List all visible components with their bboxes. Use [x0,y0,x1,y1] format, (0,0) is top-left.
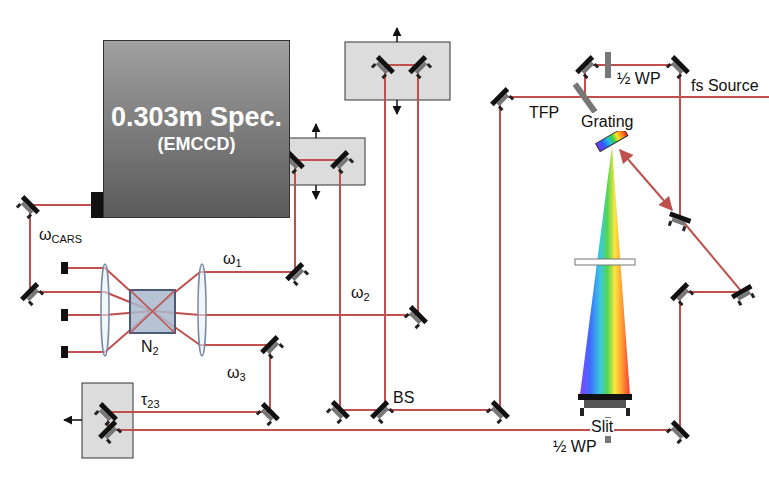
beam-dump [61,262,68,358]
lens [101,264,206,356]
spectrometer-box: 0.303m Spec.(EMCCD) [103,40,290,218]
instrument-name: 0.303m Spec. [111,102,282,133]
component-label: Grating [580,113,634,131]
stage-arrows [64,28,397,420]
slit [578,394,632,416]
gas-cell [130,290,175,333]
dispersed-spectrum [580,146,630,395]
beam-label: ωCARS [38,226,83,244]
beam-label: ω2 [350,284,371,302]
sample-label: N2 [140,338,160,356]
component-label: BS [392,389,415,407]
delay-label: τ23 [140,391,161,409]
spectral-filter [575,259,635,265]
detector-name: (EMCCD) [158,133,236,156]
beam-label: ω3 [226,364,247,382]
laser-beam [30,65,769,430]
delay-stage [82,42,450,458]
beam-label: ω1 [222,250,243,268]
grating [596,128,628,152]
component-label: Slit [590,418,614,436]
mirror [14,55,757,445]
component-label: ½ WP [616,70,662,88]
component-label: ½ WP [552,438,598,456]
thin-film-polarizer [575,84,595,112]
component-label: TFP [528,104,560,122]
waveplate [605,52,611,443]
source-label: fs Source [690,77,760,95]
grating-beam-arrow [620,150,672,210]
